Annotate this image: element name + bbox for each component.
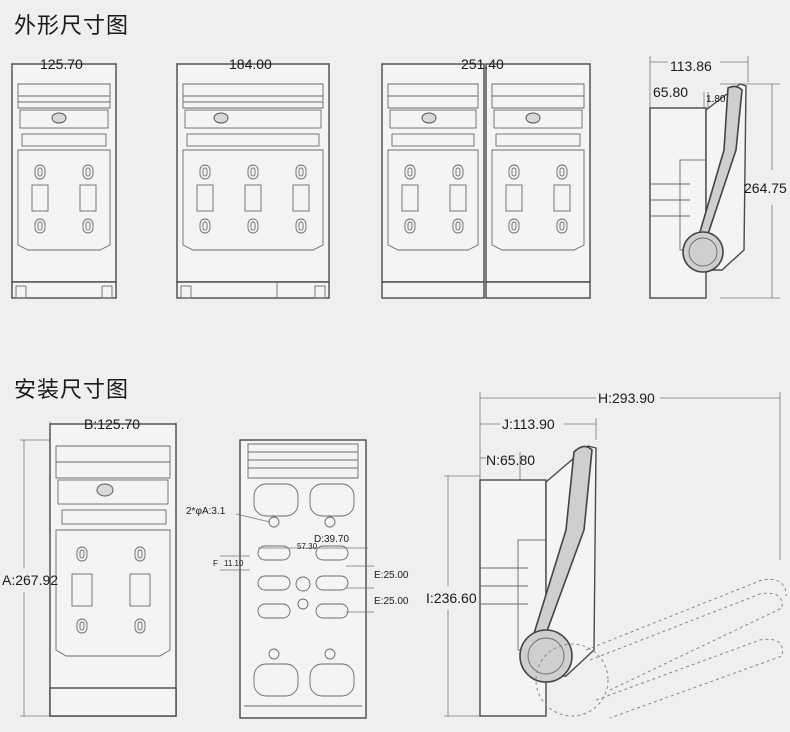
dim-install-hole: 2*φA:3.1 (186, 506, 226, 517)
dim-width-2pole: 184.00 (229, 56, 272, 72)
install-back-view (220, 439, 374, 719)
dim-side-front: 65.80 (653, 84, 689, 100)
dim-install-e1: E:25.00 (374, 570, 409, 581)
dim-install-e2: E:25.00 (374, 596, 409, 607)
dim-install-b: B:125.70 (84, 416, 141, 432)
dim-install-h: H:293.90 (598, 390, 655, 406)
dim-install-inner: 57.30 (297, 542, 318, 551)
front-view-1pole (11, 63, 117, 299)
dim-width-1pole: 125.70 (40, 56, 83, 72)
dim-install-j: J:113.90 (502, 416, 555, 432)
dim-install-f-value: 11.10 (224, 559, 244, 568)
dim-install-n: N:65.80 (486, 452, 536, 468)
side-view-top (649, 56, 780, 299)
dim-install-i: I:236.60 (426, 590, 477, 606)
dim-install-f-label: F (213, 559, 218, 568)
dim-side-height: 264.75 (744, 180, 787, 196)
outline-title: 外形尺寸图 (14, 14, 130, 39)
dim-side-depth: 113.86 (670, 58, 712, 74)
dim-width-3pole: 251.40 (461, 56, 504, 72)
install-side-view (444, 392, 787, 719)
front-view-2pole (176, 63, 330, 299)
dim-install-a: A:267.92 (2, 572, 59, 588)
dim-install-d: D:39.70 (314, 534, 350, 545)
dim-side-gap: 1.80 (706, 94, 726, 105)
front-view-3pole (381, 63, 591, 299)
install-title: 安装尺寸图 (14, 378, 130, 403)
install-front-view (20, 422, 177, 717)
